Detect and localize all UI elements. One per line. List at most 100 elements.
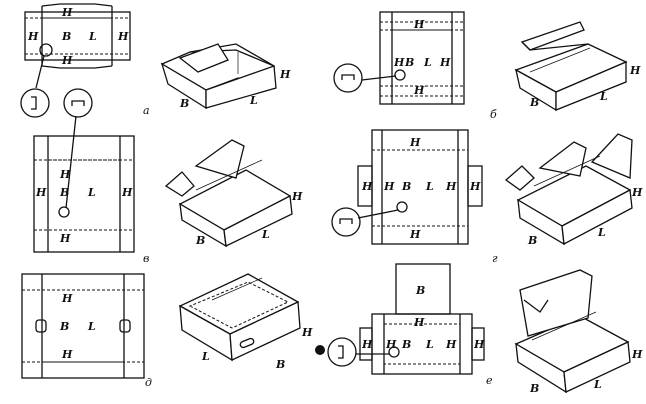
handle-hole [119,319,131,333]
detail-zoom-circle [327,337,357,367]
caption-d: д [145,376,152,389]
label-h: H [361,338,373,351]
label-h: H [121,186,133,199]
panel-g: H H B L H H H H B L H г [331,129,643,265]
handle-hole [239,337,255,349]
label-h: H [409,136,421,149]
label-h: H [469,180,481,193]
label-b: B [275,358,285,371]
detail-marker-circle [39,43,53,57]
label-h: H [385,338,397,351]
label-b: B [61,30,71,43]
assembled-box-b [514,21,628,112]
label-h: H [629,64,641,77]
label-b: B [415,284,425,297]
label-h: H [445,338,457,351]
label-h: H [61,6,73,19]
detail-zoom-circle [63,88,93,118]
label-h: H [361,180,373,193]
caption-g: г [492,252,498,265]
label-h: H [59,232,71,245]
label-h: H [61,292,73,305]
label-l: L [87,186,96,199]
label-h: H [393,56,405,69]
blank-b [379,11,465,105]
panel-a: H B L H H H B L H а [20,3,291,118]
label-l: L [201,350,210,363]
panel-e: B H H B L H H H B L H е [315,263,643,395]
detail-marker-circle [58,206,70,218]
assembled-box-e [514,269,631,394]
label-b: B [401,338,411,351]
blank-v [33,135,135,253]
label-b: B [179,97,189,110]
label-h: H [409,228,421,241]
label-l: L [423,56,432,69]
label-h: H [35,186,47,199]
label-h: H [61,54,73,67]
label-h: H [291,190,303,203]
handle-slot-detail [339,218,353,224]
handle-slot-detail [341,74,355,80]
label-b: B [195,234,205,247]
label-h: H [631,348,643,361]
label-h: H [445,180,457,193]
label-l: L [593,378,602,391]
label-h: H [439,56,451,69]
assembled-box-g [504,133,633,246]
assembled-box-d [178,273,301,362]
label-h: H [27,30,39,43]
handle-slot-detail [71,100,85,106]
panel-b: H B L H H H B L H б [333,11,641,121]
caption-v: в [143,252,149,265]
detail-marker-circle [396,201,408,213]
label-l: L [261,228,270,241]
caption-a: а [143,104,150,117]
detail-zoom-circle [333,63,363,93]
detail-marker-circle [388,346,400,358]
label-l: L [249,94,258,107]
label-h: H [413,316,425,329]
caption-b: б [490,108,497,121]
detail-zoom-circle [331,207,361,237]
label-h: H [117,30,129,43]
assembled-box-a [160,43,277,110]
label-l: L [88,30,97,43]
label-b: B [59,186,69,199]
label-l: L [425,338,434,351]
handle-slot-detail [31,96,37,110]
label-l: L [597,226,606,239]
blank-g [357,129,483,245]
panel-d: B L H H L B H д [21,273,313,389]
blank-e [359,263,485,375]
label-h: H [413,84,425,97]
label-h: H [61,348,73,361]
label-l: L [425,180,434,193]
label-l: L [599,90,608,103]
caption-e: е [486,374,493,387]
label-b: B [527,234,537,247]
detail-zoom-circle [20,88,50,118]
detail-marker-circle [394,69,406,81]
label-h: H [473,338,485,351]
label-h: H [59,168,71,181]
label-h: H [413,18,425,31]
label-h: H [383,180,395,193]
ink-blot [315,345,325,355]
label-h: H [631,186,643,199]
handle-slot-detail [338,345,344,359]
label-h: H [279,68,291,81]
label-b: B [529,382,539,395]
handle-hole [35,319,47,333]
blank-d [21,273,145,379]
label-h: H [301,326,313,339]
panel-v: H B L H H H B L H в [33,88,303,265]
label-b: B [59,320,69,333]
label-b: B [401,180,411,193]
label-b: B [529,96,539,109]
assembled-box-v [164,139,293,248]
label-b: B [404,56,414,69]
blank-a [24,3,131,69]
